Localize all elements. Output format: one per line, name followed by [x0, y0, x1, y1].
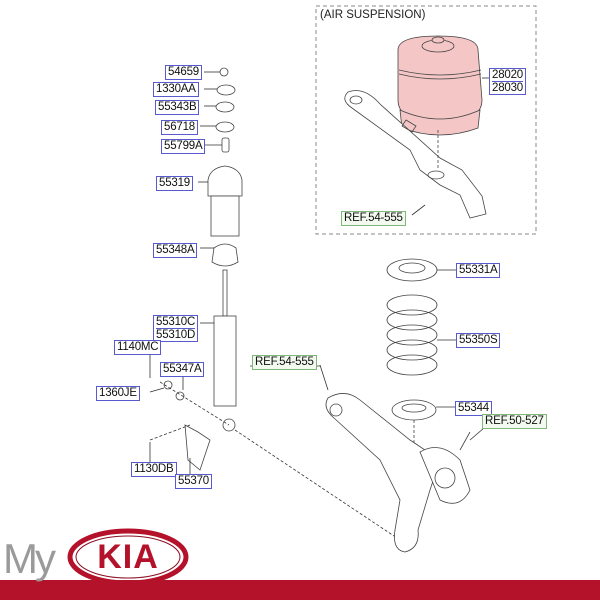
- part-label-55344[interactable]: 55344: [455, 401, 492, 416]
- air-spring-28020: [397, 35, 483, 136]
- lower-arm-air: [344, 90, 487, 219]
- part-label-55343B[interactable]: 55343B: [155, 100, 200, 115]
- ref-label-lower-arm[interactable]: REF.54-555: [252, 355, 317, 370]
- part-label-55331A[interactable]: 55331A: [456, 263, 501, 278]
- part-label-55347A[interactable]: 55347A: [160, 362, 205, 377]
- part-label-55348A[interactable]: 55348A: [153, 243, 198, 258]
- ref-label-air-arm[interactable]: REF.54-555: [341, 211, 406, 226]
- part-label-28020-28030[interactable]: 28020 28030: [489, 68, 526, 95]
- part-label-55319[interactable]: 55319: [156, 176, 193, 191]
- part-label-1360JE[interactable]: 1360JE: [96, 386, 140, 401]
- part-label-54659[interactable]: 54659: [165, 65, 202, 80]
- part-label-1130DB[interactable]: 1130DB: [131, 462, 177, 477]
- coil-spring-assembly: [386, 258, 438, 470]
- brand-kia-text: KIA: [97, 538, 159, 576]
- lower-arm-knuckle: [325, 393, 471, 553]
- ref-label-knuckle[interactable]: REF.50-527: [482, 414, 547, 429]
- part-label-55370[interactable]: 55370: [175, 474, 212, 489]
- part-label-55350S[interactable]: 55350S: [456, 333, 501, 348]
- air-suspension-title: (AIR SUSPENSION): [320, 9, 426, 21]
- part-label-28030[interactable]: 28030: [492, 82, 523, 94]
- brand-my-text: My: [3, 535, 56, 582]
- part-label-56718[interactable]: 56718: [161, 120, 198, 135]
- brand-bar: [0, 580, 600, 600]
- part-label-28020[interactable]: 28020: [492, 69, 523, 82]
- part-label-55310[interactable]: 55310C 55310D: [153, 315, 199, 342]
- part-label-1140MC[interactable]: 1140MC: [114, 340, 162, 355]
- part-label-55310C[interactable]: 55310C: [156, 316, 196, 329]
- part-label-55799A[interactable]: 55799A: [161, 139, 206, 154]
- part-label-1330AA[interactable]: 1330AA: [153, 82, 199, 97]
- part-label-55310D[interactable]: 55310D: [156, 329, 196, 341]
